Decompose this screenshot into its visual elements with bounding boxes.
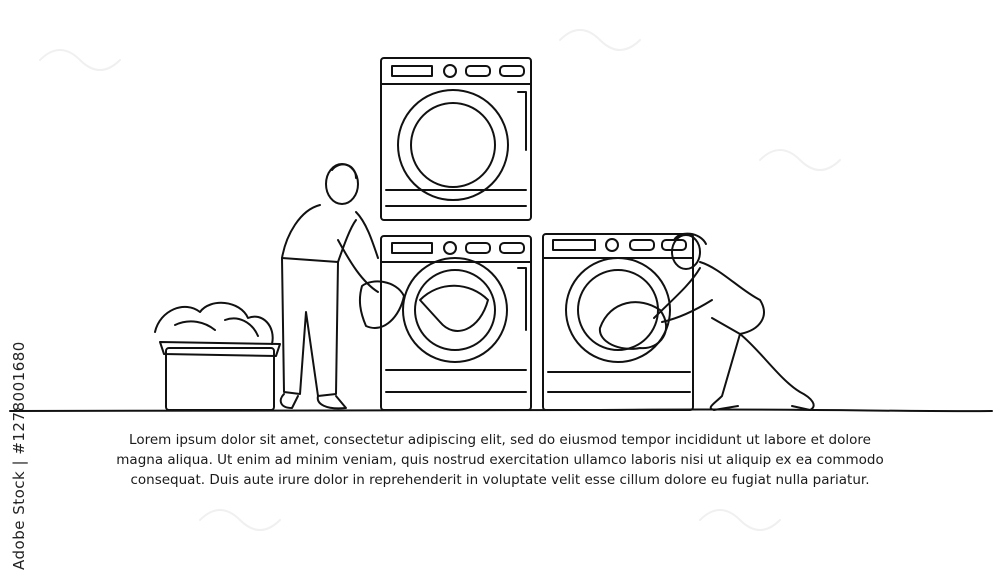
- caption-text: Lorem ipsum dolor sit amet, consectetur …: [100, 430, 900, 490]
- right-washer: [542, 233, 694, 411]
- caption-line-1: Lorem ipsum dolor sit amet, consectetur …: [129, 432, 871, 448]
- caption-line-2: magna aliqua. Ut enim ad minim veniam, q…: [116, 452, 884, 468]
- laundry-basket: [154, 301, 281, 411]
- bottom-washer: [380, 235, 532, 411]
- laundry-illustration: [9, 57, 993, 413]
- caption-line-3: consequat. Duis aute irure dolor in repr…: [130, 472, 870, 488]
- stock-id-label: Adobe Stock | #1278001680: [10, 341, 28, 570]
- top-washer: [380, 57, 532, 221]
- crouching-person: [653, 232, 815, 411]
- standing-person: [279, 163, 405, 410]
